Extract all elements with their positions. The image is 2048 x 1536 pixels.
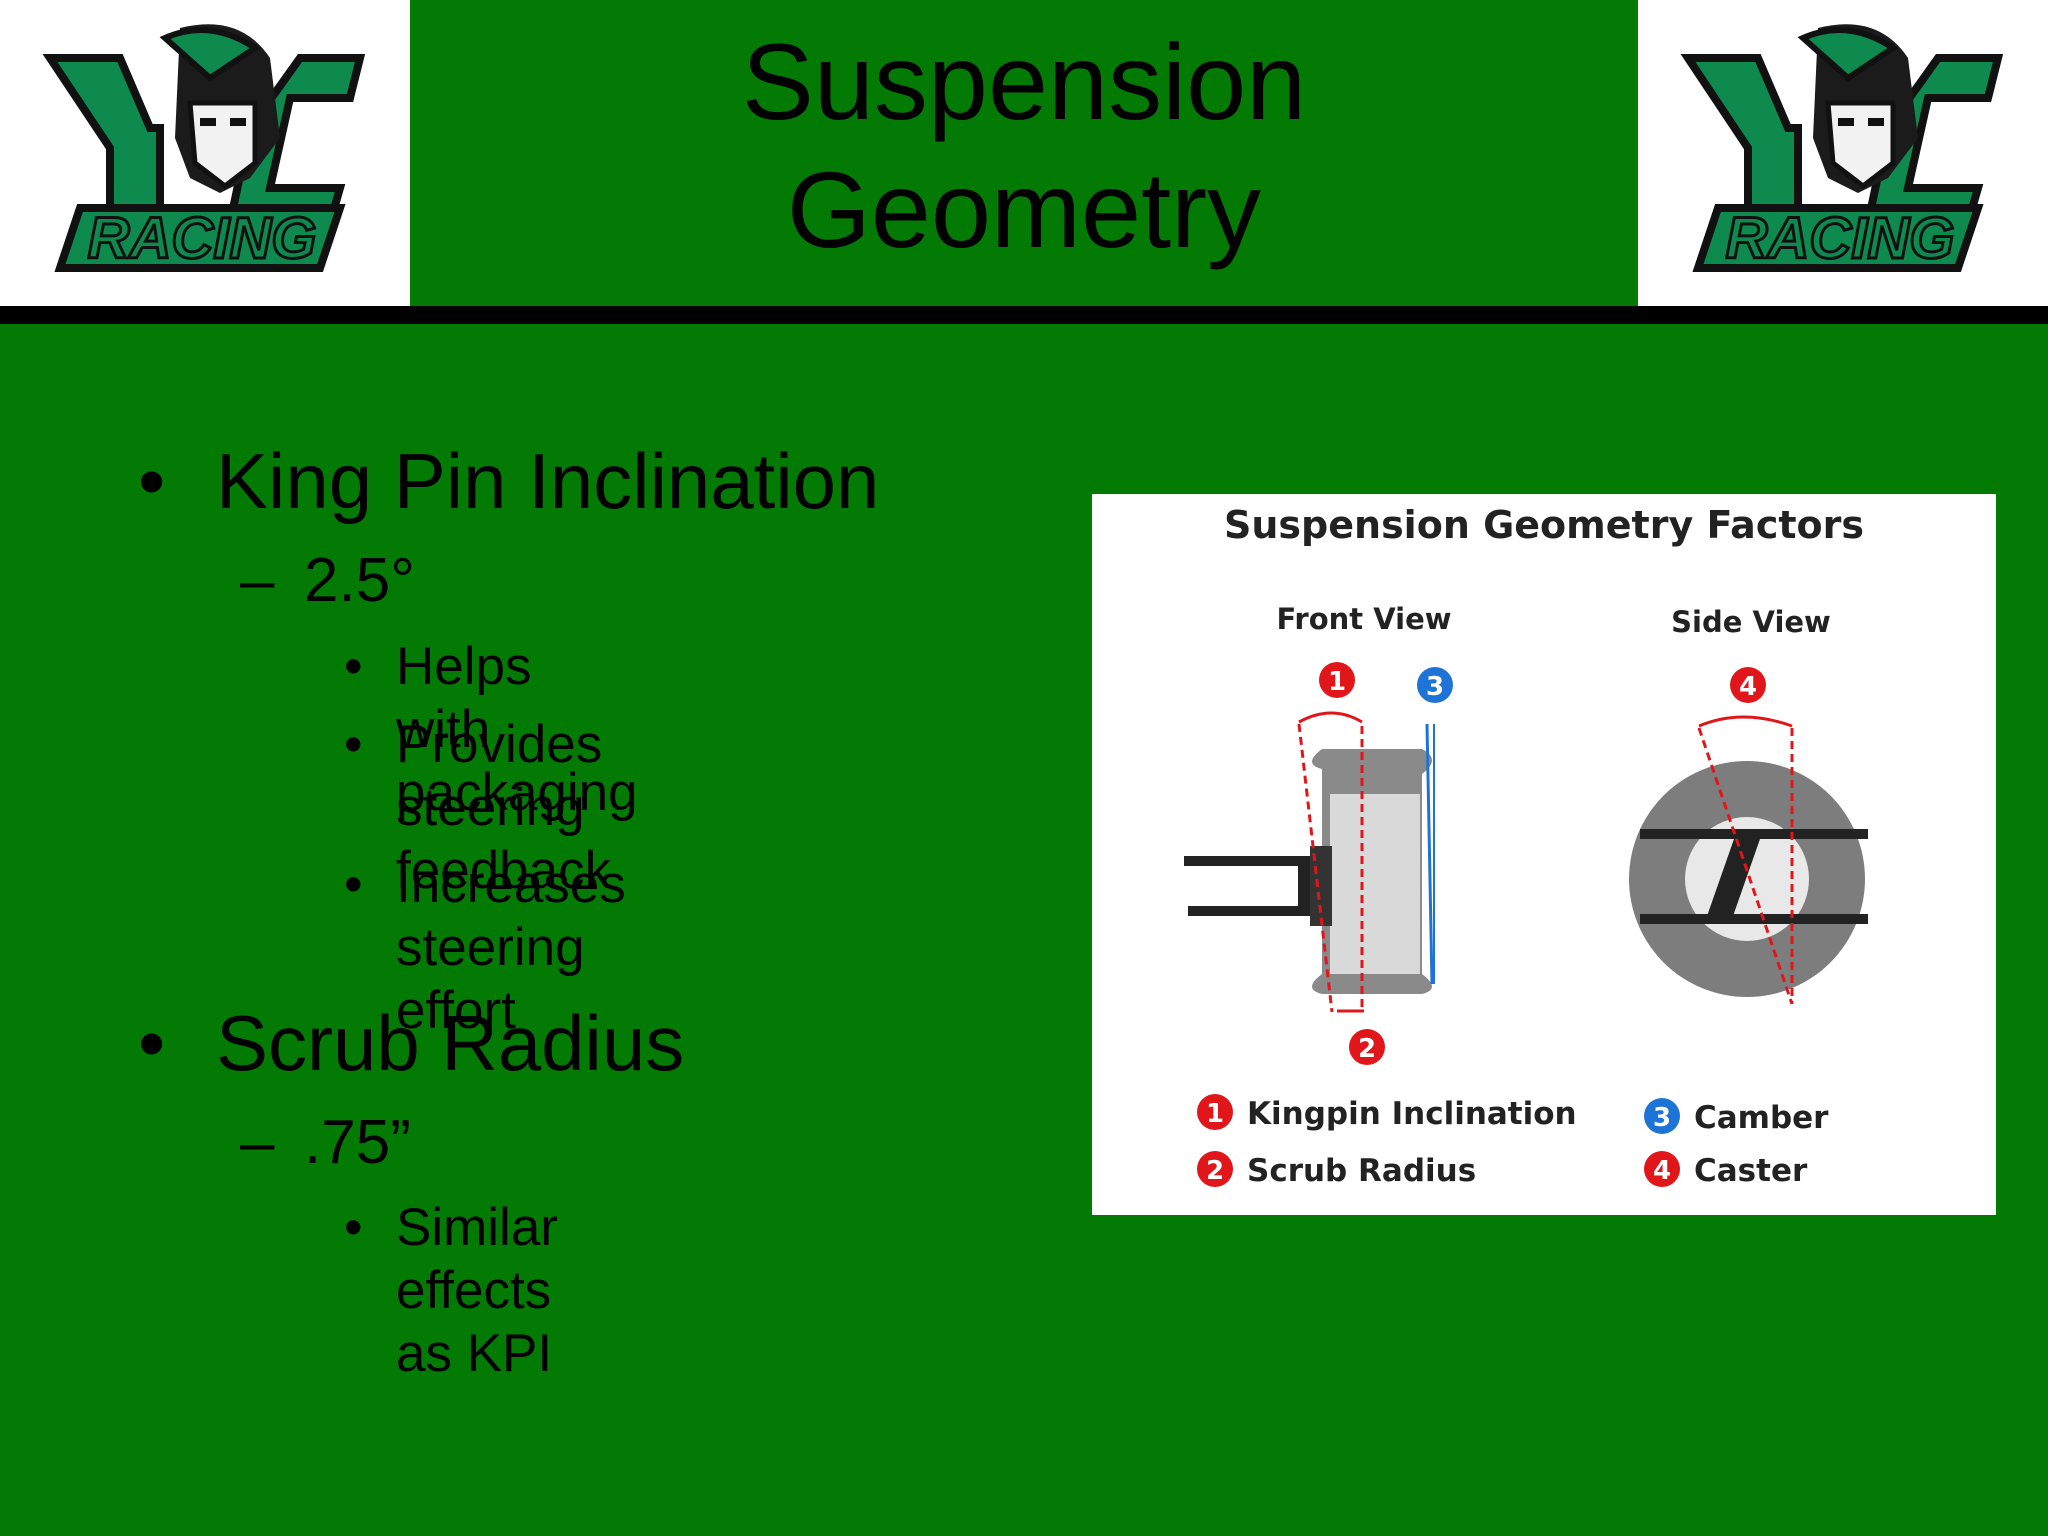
front-view-drawing xyxy=(1184,711,1435,1013)
detail-item: Similar effects as KPI xyxy=(396,1198,558,1383)
svg-text:2: 2 xyxy=(1206,1156,1224,1186)
logo-racing-text: RACING xyxy=(88,206,317,271)
detail-item: Helps with packaging xyxy=(396,637,638,822)
helmet-logo-icon: RACING xyxy=(42,24,366,273)
title-line-1: Suspension xyxy=(741,21,1307,142)
svg-text:3: 3 xyxy=(1653,1103,1671,1133)
svg-text:2: 2 xyxy=(1358,1034,1376,1064)
legend-caster: 4 Caster xyxy=(1644,1151,1808,1189)
bullet-marker: • xyxy=(138,437,166,525)
svg-text:1: 1 xyxy=(1206,1099,1224,1129)
helmet-logo-icon: RACING xyxy=(1680,24,2004,273)
side-view-label: Side View xyxy=(1671,605,1831,639)
svg-text:1: 1 xyxy=(1328,667,1346,697)
team-logo-left: RACING xyxy=(0,0,410,306)
svg-text:Scrub Radius: Scrub Radius xyxy=(1247,1153,1476,1189)
title-line-2: Geometry xyxy=(786,149,1262,270)
detail-item: Increases steering effort xyxy=(396,855,626,1040)
marker-1: 1 xyxy=(1319,662,1355,698)
sub-bullet-kpi-value: 2.5° xyxy=(304,546,415,615)
svg-text:4: 4 xyxy=(1653,1156,1671,1186)
header-divider xyxy=(0,306,2048,324)
detail-item: Provides steering feedback xyxy=(396,715,612,900)
side-view-drawing xyxy=(1629,715,1868,1005)
svg-text:Kingpin Inclination: Kingpin Inclination xyxy=(1247,1096,1577,1132)
diagram-title: Suspension Geometry Factors xyxy=(1224,503,1864,547)
marker-4: 4 xyxy=(1730,667,1766,703)
marker-3: 3 xyxy=(1417,667,1453,703)
svg-text:Caster: Caster xyxy=(1694,1153,1808,1189)
dash-marker: – xyxy=(240,1108,275,1177)
bullet-marker: • xyxy=(344,715,363,774)
legend-camber: 3 Camber xyxy=(1644,1098,1829,1136)
logo-racing-text: RACING xyxy=(1726,206,1955,271)
svg-text:Camber: Camber xyxy=(1694,1100,1829,1136)
svg-text:3: 3 xyxy=(1426,672,1444,702)
legend-kingpin-inclination: 1 Kingpin Inclination xyxy=(1197,1094,1577,1132)
team-logo-right: RACING xyxy=(1638,0,2048,306)
legend-scrub-radius: 2 Scrub Radius xyxy=(1197,1151,1476,1189)
bullet-scrub-radius: Scrub Radius xyxy=(216,999,685,1087)
sub-bullet-scrub-value: .75” xyxy=(304,1108,411,1177)
bullet-marker: • xyxy=(344,637,363,696)
front-view-label: Front View xyxy=(1276,602,1451,636)
suspension-diagram-figure: Suspension Geometry Factors Front View S… xyxy=(1184,503,1868,1189)
slide-title: Suspension Geometry xyxy=(410,18,1638,274)
dash-marker: – xyxy=(240,546,275,615)
bullet-marker: • xyxy=(138,999,166,1087)
bullet-marker: • xyxy=(344,1198,363,1257)
svg-text:4: 4 xyxy=(1739,672,1757,702)
bullet-marker: • xyxy=(344,855,363,914)
marker-2: 2 xyxy=(1349,1029,1385,1065)
bullet-king-pin-inclination: King Pin Inclination xyxy=(216,437,880,525)
suspension-geometry-diagram: Suspension Geometry Factors Front View S… xyxy=(1092,494,1996,1215)
